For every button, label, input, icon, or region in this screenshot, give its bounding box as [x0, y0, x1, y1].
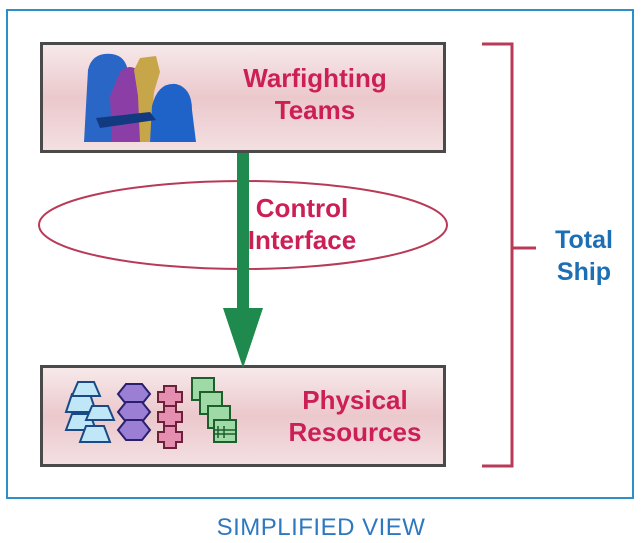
people-figures-icon	[84, 53, 196, 142]
diagram-frame	[6, 9, 634, 499]
total-ship-bracket	[482, 42, 536, 468]
physical-resources-label: Physical Resources	[288, 385, 422, 447]
diagram-caption: SIMPLIFIED VIEW	[216, 514, 426, 541]
down-arrow	[223, 153, 263, 368]
resource-shapes-icon	[64, 377, 237, 449]
warfighting-teams-label: Warfighting Teams	[243, 63, 387, 125]
total-ship-label: Total Ship	[555, 226, 613, 286]
control-interface-label: Control Interface	[247, 193, 357, 255]
